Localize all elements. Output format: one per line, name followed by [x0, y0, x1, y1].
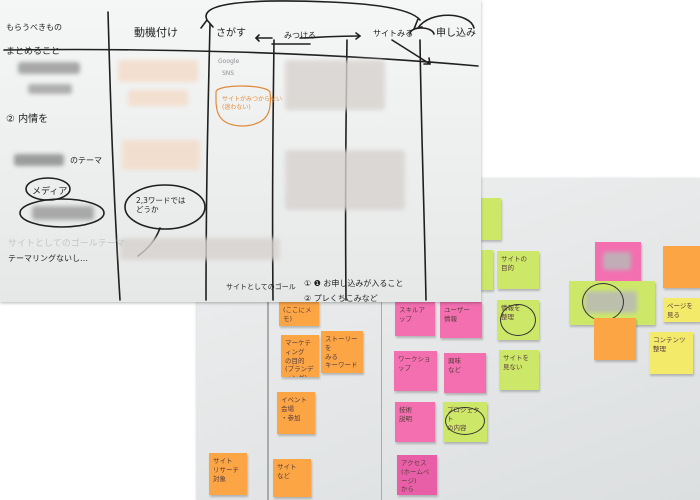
circle-mark: [500, 304, 536, 336]
circled-label: メディア: [32, 187, 68, 197]
column-header: 動機付け: [134, 26, 178, 39]
blurred-region: [122, 140, 200, 170]
blurred-region: [128, 90, 188, 106]
circle-mark: [19, 198, 105, 228]
blurred-region: [285, 150, 405, 210]
wall-divider-line: [267, 298, 269, 500]
sticky-note: コンテンツ 整理: [649, 332, 693, 374]
goal-label: サイトとしてのゴール: [226, 283, 296, 291]
bottom-note: テーマリングないし…: [8, 254, 88, 263]
sticky-note: [479, 198, 501, 240]
search-note: SNS: [222, 70, 235, 77]
column-line: [419, 39, 427, 301]
goal-item: ① ❶ お申し込みが入ること: [304, 279, 404, 288]
corner-note: もらうべきもの: [6, 23, 62, 32]
column-line: [271, 39, 275, 301]
sticky-note: スキルアップ: [395, 302, 435, 336]
column-header: みつける: [284, 31, 316, 40]
sticky-note: [594, 318, 636, 360]
bracket-arrow: [205, 0, 421, 21]
sticky-note: サイト リサーチ 対象: [209, 453, 247, 495]
left-heading: まとめること: [6, 47, 61, 57]
circle-mark: [445, 407, 485, 435]
blurred-text: [14, 154, 64, 166]
sticky-note: [595, 242, 641, 282]
goal-item: ② プレくちこみなど: [304, 294, 378, 302]
sticky-note: (ここにメモ): [279, 302, 319, 326]
sticky-note: 興味 など: [444, 353, 486, 393]
blurred-text: [32, 206, 94, 220]
sticky-note: [479, 250, 493, 290]
header-line: [3, 48, 479, 67]
blurred-region: [118, 60, 198, 82]
circle-mark: [124, 184, 206, 230]
blurred-text: [18, 62, 80, 74]
column-header: サイトみる: [373, 29, 413, 38]
sticky-note: ワークショップ: [394, 351, 437, 391]
sticky-note: [663, 246, 700, 288]
blurred-text: [28, 84, 72, 94]
sticky-note: 技術 説明: [395, 402, 435, 442]
sticky-note: サイトを 見ない: [499, 350, 539, 390]
column-header: 申し込み: [436, 28, 476, 39]
column-line: [107, 11, 121, 301]
circled-label: 2,3ワードでは どうか: [136, 196, 186, 214]
whiteboard-photo: もらうべきもの まとめること 動機付け さがす みつける サイトみる 申し込み …: [0, 0, 481, 302]
column-header: さがす: [216, 28, 246, 39]
orange-note: サイトがみつからない (迷わない): [222, 96, 283, 111]
sticky-note: サイトの 目的: [497, 251, 539, 289]
sticky-note: イベント 会場 ・参加: [277, 392, 315, 434]
row-label: ② 内情を: [6, 114, 49, 125]
marker-strokes: [3, 0, 479, 301]
sticky-note: ページを 見る: [663, 298, 700, 322]
sticky-note: サイト など: [273, 459, 311, 497]
blurred-text: [603, 252, 631, 270]
orange-bubble: [215, 85, 272, 127]
row-label: のテーマ: [70, 156, 102, 165]
circle-mark: [582, 283, 624, 321]
blurred-region: [285, 60, 385, 110]
faint-text: サイトとしてのゴールテーマ: [8, 239, 125, 249]
sticky-note: アクセス (ホームページ) から: [397, 455, 437, 495]
sticky-note: ユーザー 情報: [440, 302, 482, 338]
blurred-region: [120, 238, 280, 260]
wall-divider-line: [381, 298, 382, 500]
sticky-note: マーケティング の目的 (ブランディング): [281, 335, 319, 377]
search-note: Google: [218, 58, 240, 65]
sticky-note: ストーリーを みる キーワード: [321, 331, 363, 373]
